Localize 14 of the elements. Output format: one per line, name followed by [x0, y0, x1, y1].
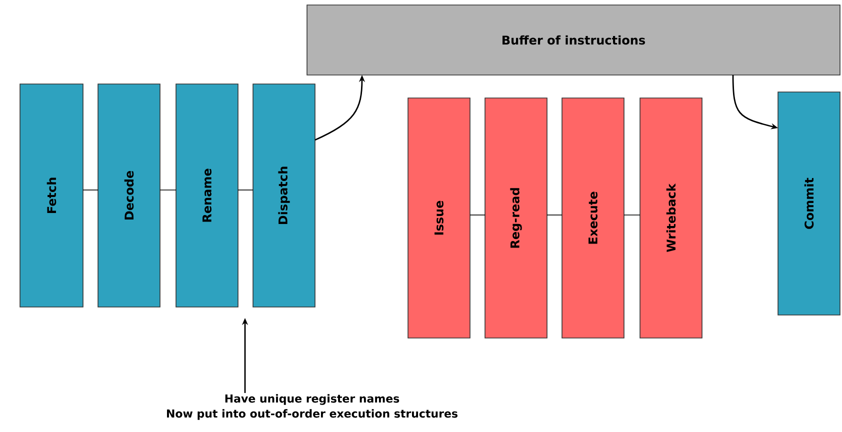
buffer-box: Buffer of instructions [306, 4, 840, 76]
stage-box: Issue [408, 98, 470, 338]
connector-line [624, 214, 640, 216]
stage-box: Commit [778, 92, 840, 316]
connector-line [470, 214, 486, 216]
stage-box: Dispatch [252, 84, 316, 308]
connector-line [546, 214, 562, 216]
stage-box: Execute [562, 98, 624, 338]
note-text: Have unique register names Now put into out-of-order execution structures [167, 394, 458, 420]
stage-box: Decode [98, 84, 160, 308]
stage-box: Reg-read [484, 98, 548, 338]
stage-box: Fetch [20, 84, 84, 308]
stage-box: Rename [176, 84, 238, 308]
stage-box: Writeback [640, 98, 702, 338]
